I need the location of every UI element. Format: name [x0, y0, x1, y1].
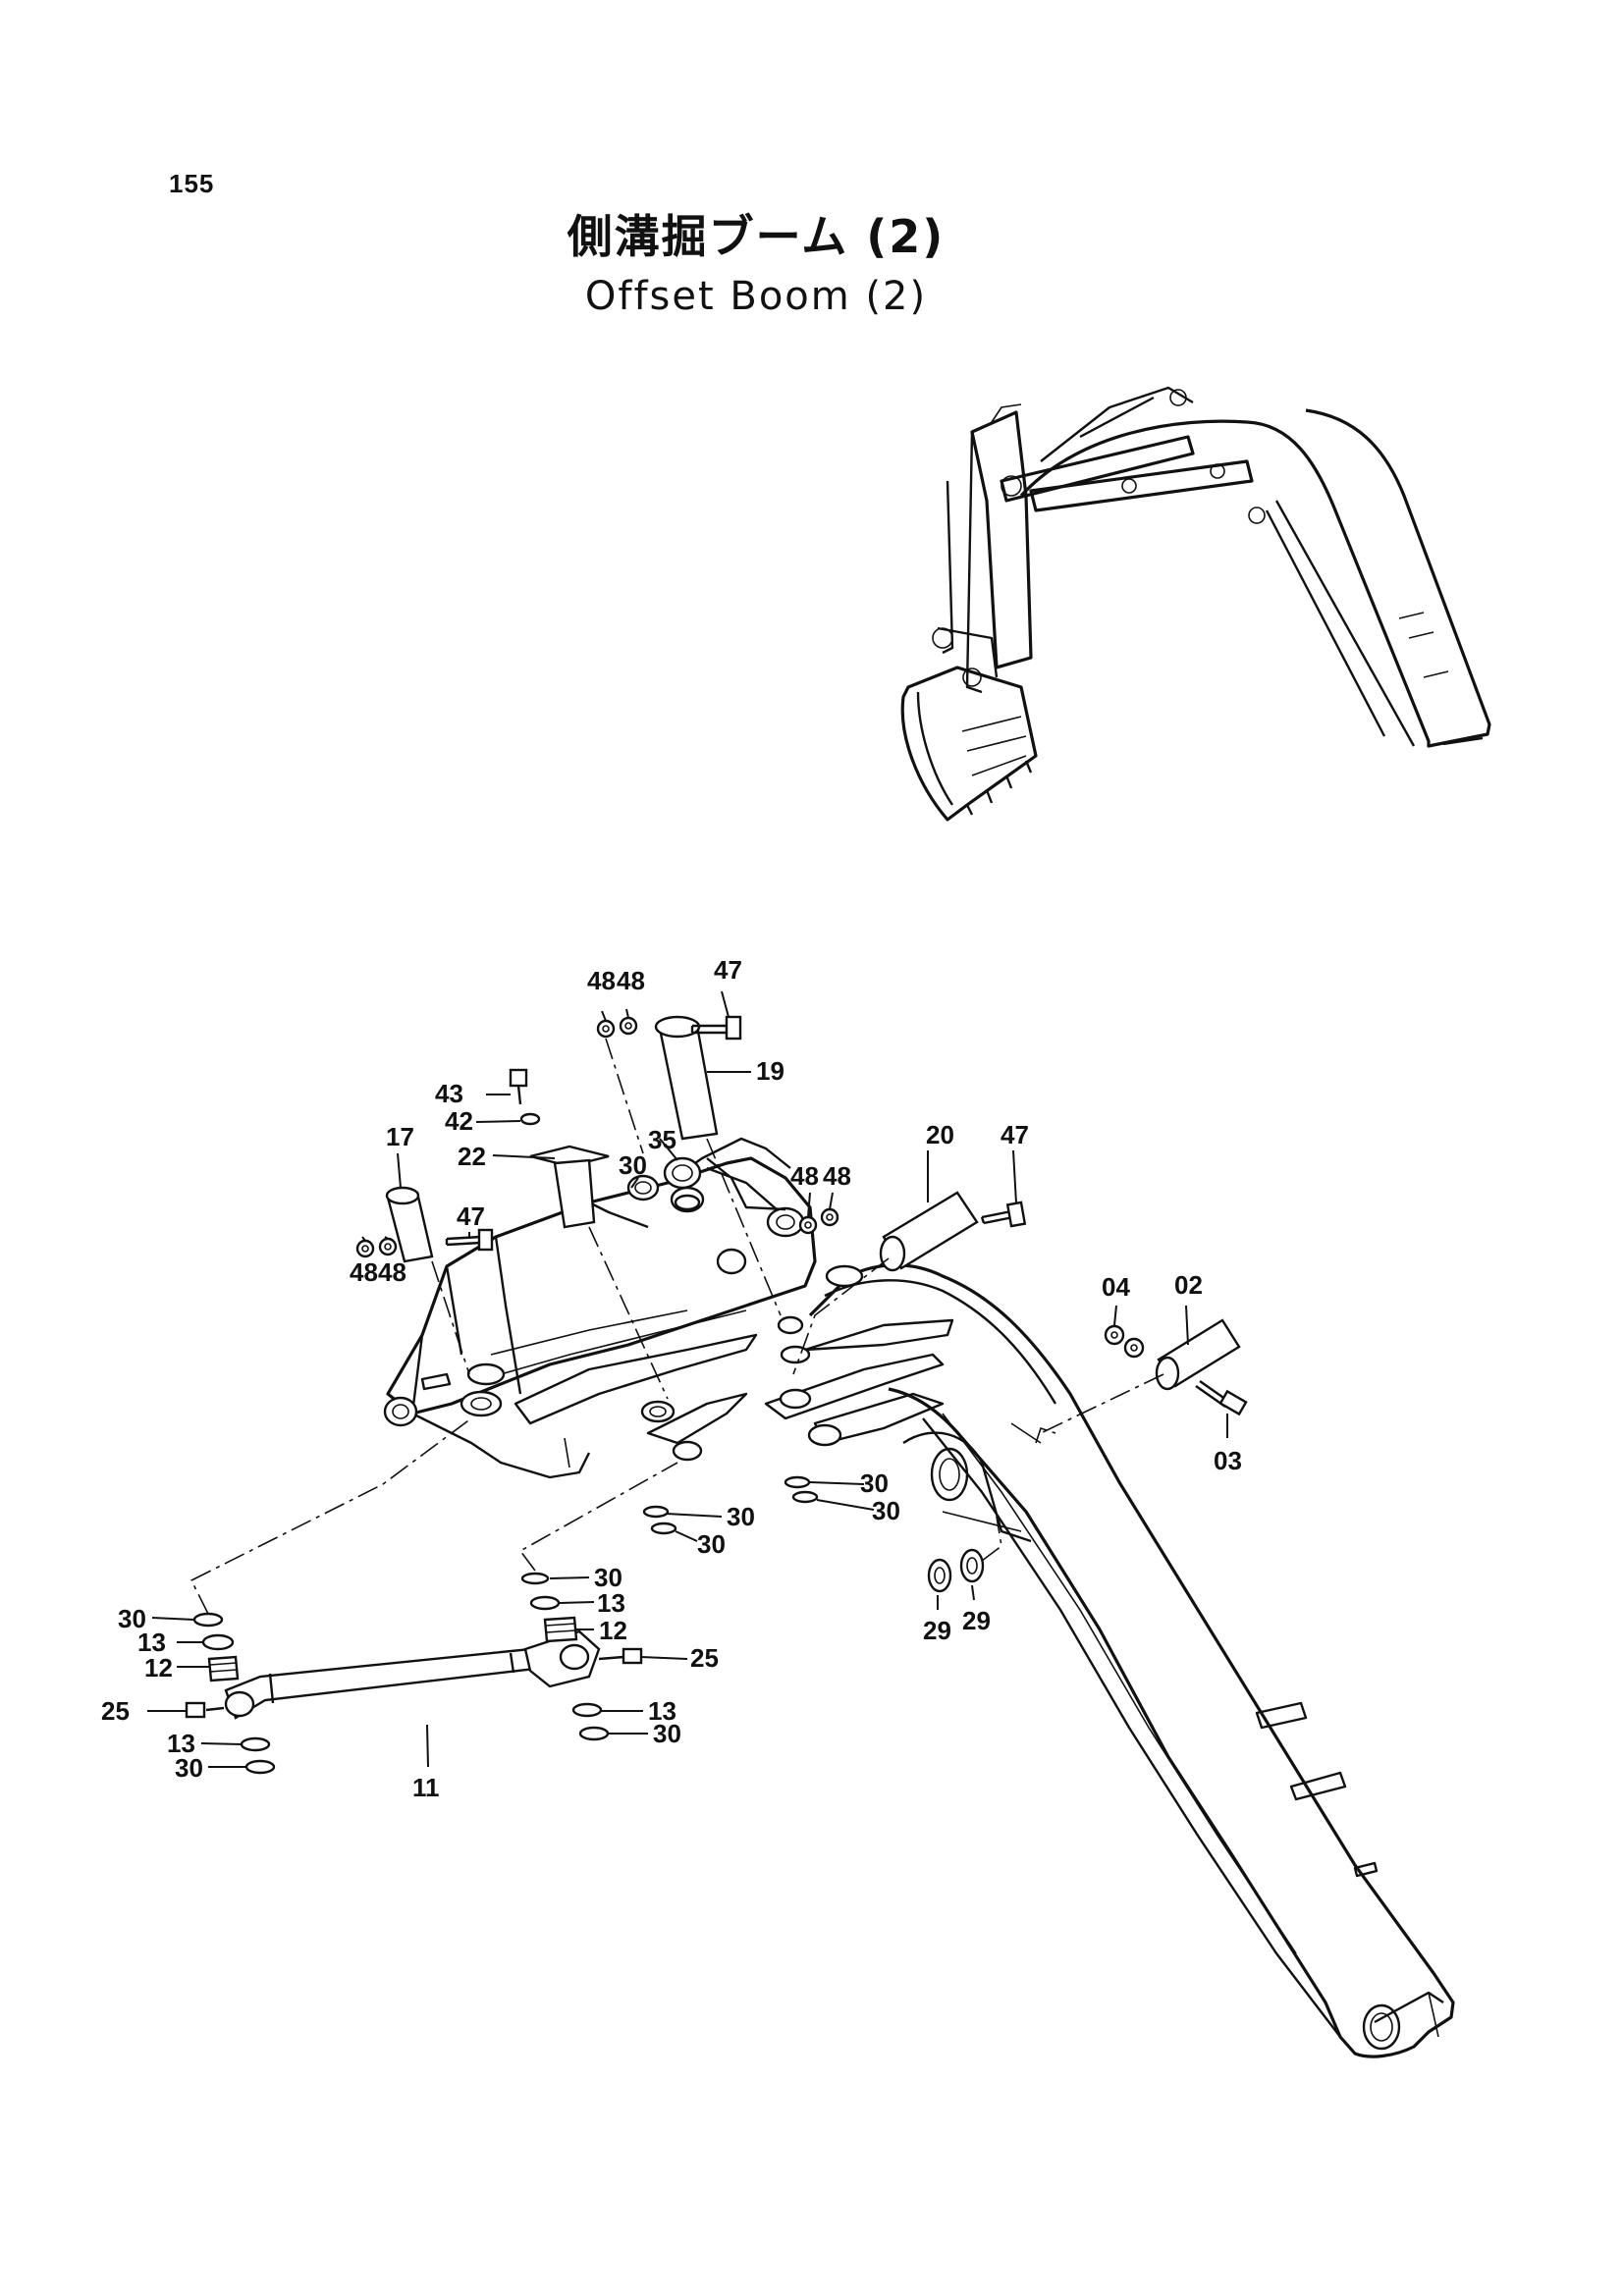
callout-30: 30	[594, 1563, 622, 1592]
callout-30: 30	[653, 1719, 681, 1748]
callout-17: 17	[386, 1122, 414, 1151]
callout-48: 48	[350, 1257, 378, 1287]
page-number: 155	[169, 169, 215, 198]
callout-25: 25	[690, 1643, 719, 1673]
callout-13: 13	[167, 1729, 195, 1758]
callout-04: 04	[1102, 1272, 1130, 1302]
callout-43: 43	[435, 1079, 463, 1108]
hardware-parts	[355, 1015, 1248, 1593]
callout-25: 25	[101, 1696, 130, 1726]
leader-lines	[147, 990, 1228, 1768]
callout-30: 30	[727, 1502, 755, 1531]
callout-48: 48	[617, 966, 645, 995]
callout-48: 48	[823, 1161, 851, 1191]
callout-30: 30	[118, 1604, 146, 1633]
callout-48: 48	[790, 1161, 819, 1191]
callout-30: 30	[619, 1150, 647, 1180]
excavator-overview-illustration	[900, 386, 1491, 822]
callout-29: 29	[923, 1616, 951, 1645]
callout-12: 12	[599, 1616, 627, 1645]
callout-48: 48	[587, 966, 616, 995]
callout-13: 13	[597, 1588, 625, 1618]
callout-13: 13	[648, 1696, 676, 1726]
callout-03: 03	[1214, 1446, 1242, 1475]
callout-19: 19	[756, 1056, 784, 1086]
callout-12: 12	[144, 1653, 173, 1682]
callout-11: 11	[412, 1773, 440, 1802]
callout-30: 30	[175, 1753, 203, 1783]
callout-29: 29	[962, 1606, 991, 1635]
callout-47: 47	[714, 955, 742, 985]
callout-20: 20	[926, 1120, 954, 1149]
callout-22: 22	[458, 1142, 486, 1171]
callout-47: 47	[1001, 1120, 1029, 1149]
callout-30: 30	[872, 1496, 900, 1525]
offset-cylinder-illustration	[185, 1572, 643, 1775]
offset-bracket-illustration	[383, 1137, 954, 1479]
callout-02: 02	[1174, 1270, 1203, 1300]
title-japanese: 側溝掘ブーム (2)	[567, 210, 946, 263]
title-block: 側溝掘ブーム (2) Offset Boom (2)	[511, 201, 1001, 319]
title-english: Offset Boom (2)	[584, 274, 928, 319]
callout-30: 30	[697, 1529, 726, 1559]
callout-35: 35	[648, 1125, 676, 1154]
callout-48: 48	[378, 1257, 406, 1287]
callout-47: 47	[457, 1201, 485, 1231]
part-callouts: 48 48 47 19 43 42 20 47 17 22 30 35 48 4…	[101, 955, 1242, 1802]
offset-boom-illustration	[808, 1263, 1455, 2058]
callout-13: 13	[137, 1628, 166, 1657]
callout-30: 30	[860, 1468, 889, 1498]
callout-42: 42	[445, 1106, 473, 1136]
